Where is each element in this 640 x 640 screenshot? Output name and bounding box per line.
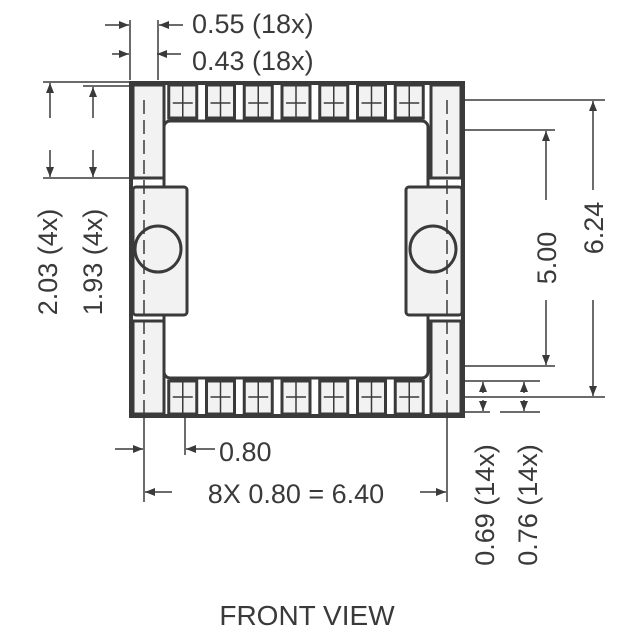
dim-corner-length-outer: 2.03 (4x) (33, 209, 63, 316)
mounting-hole-left (133, 224, 183, 274)
corner-pad-top-right (429, 83, 463, 180)
dim-pitch: 0.80 (219, 437, 272, 467)
mounting-hole-right (408, 224, 458, 274)
dim-overall-height: 6.24 (579, 202, 609, 255)
dim-corner-length-inner: 1.93 (4x) (78, 209, 108, 316)
height-dimension (465, 99, 605, 413)
pad-width-dimension (105, 20, 183, 80)
package-body (129, 81, 465, 418)
pads (131, 83, 463, 416)
dim-pad-length-inner: 0.69 (14x) (470, 444, 500, 566)
dim-inner-height: 5.00 (532, 232, 562, 285)
corner-pad-bottom-left (131, 319, 166, 416)
view-caption: FRONT VIEW (219, 600, 395, 631)
corner-pad-bottom-right (429, 319, 463, 416)
dim-span: 8X 0.80 = 6.40 (208, 479, 384, 509)
die-cavity (162, 119, 430, 380)
corner-pad-top-left (131, 83, 166, 180)
dim-pad-width-outer: 0.55 (18x) (192, 9, 314, 39)
pitch-dimension (115, 418, 448, 502)
dim-pad-width-inner: 0.43 (18x) (192, 46, 314, 76)
corner-length-dimension (43, 81, 130, 179)
dim-pad-length-outer: 0.76 (14x) (513, 444, 543, 566)
